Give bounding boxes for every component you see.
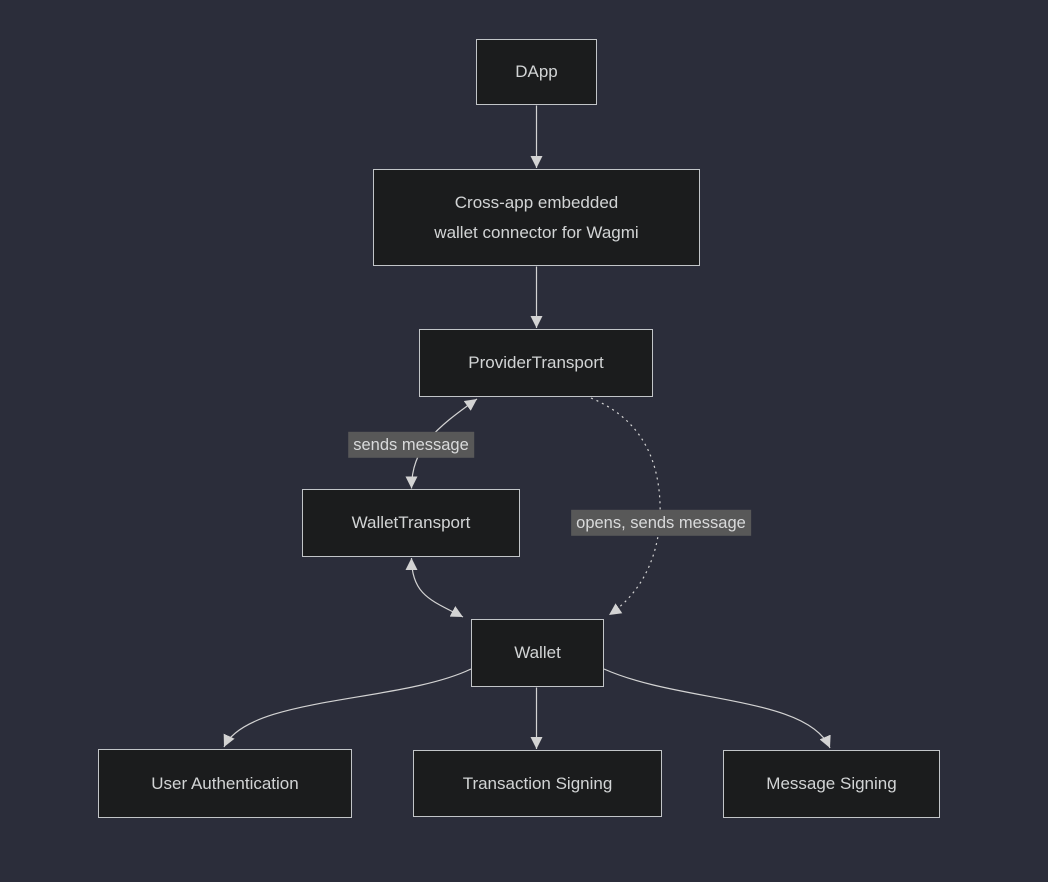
node-wallet-transport-label: WalletTransport (351, 513, 471, 533)
node-dapp-label: DApp (515, 62, 558, 82)
edge-wallettransport-wallet-bidirectional (405, 557, 464, 618)
edge-wallet-to-user-authentication (223, 668, 472, 748)
node-wallet: Wallet (471, 619, 604, 687)
edge-wallet-to-message-signing (603, 668, 831, 749)
node-cross-app-connector: Cross-app embedded wallet connector for … (373, 169, 700, 266)
node-provider-transport: ProviderTransport (419, 329, 653, 397)
edge-label-sends-message: sends message (348, 431, 474, 459)
node-transaction-signing-label: Transaction Signing (462, 773, 613, 793)
edge-label-opens-sends-message: opens, sends message (571, 509, 751, 537)
node-provider-transport-label: ProviderTransport (468, 353, 604, 373)
node-message-signing-label: Message Signing (766, 774, 897, 794)
node-cross-app-connector-label-line2: wallet connector for Wagmi (434, 222, 639, 242)
node-transaction-signing: Transaction Signing (413, 750, 662, 817)
node-user-authentication-label: User Authentication (151, 773, 299, 793)
node-message-signing: Message Signing (723, 750, 940, 818)
node-wallet-label: Wallet (514, 643, 561, 663)
node-wallet-transport: WalletTransport (302, 489, 520, 557)
edge-provider-to-wallet-dotted (590, 397, 661, 616)
node-user-authentication: User Authentication (98, 749, 352, 818)
node-cross-app-connector-label-line1: Cross-app embedded (454, 192, 619, 212)
node-dapp: DApp (476, 39, 597, 105)
